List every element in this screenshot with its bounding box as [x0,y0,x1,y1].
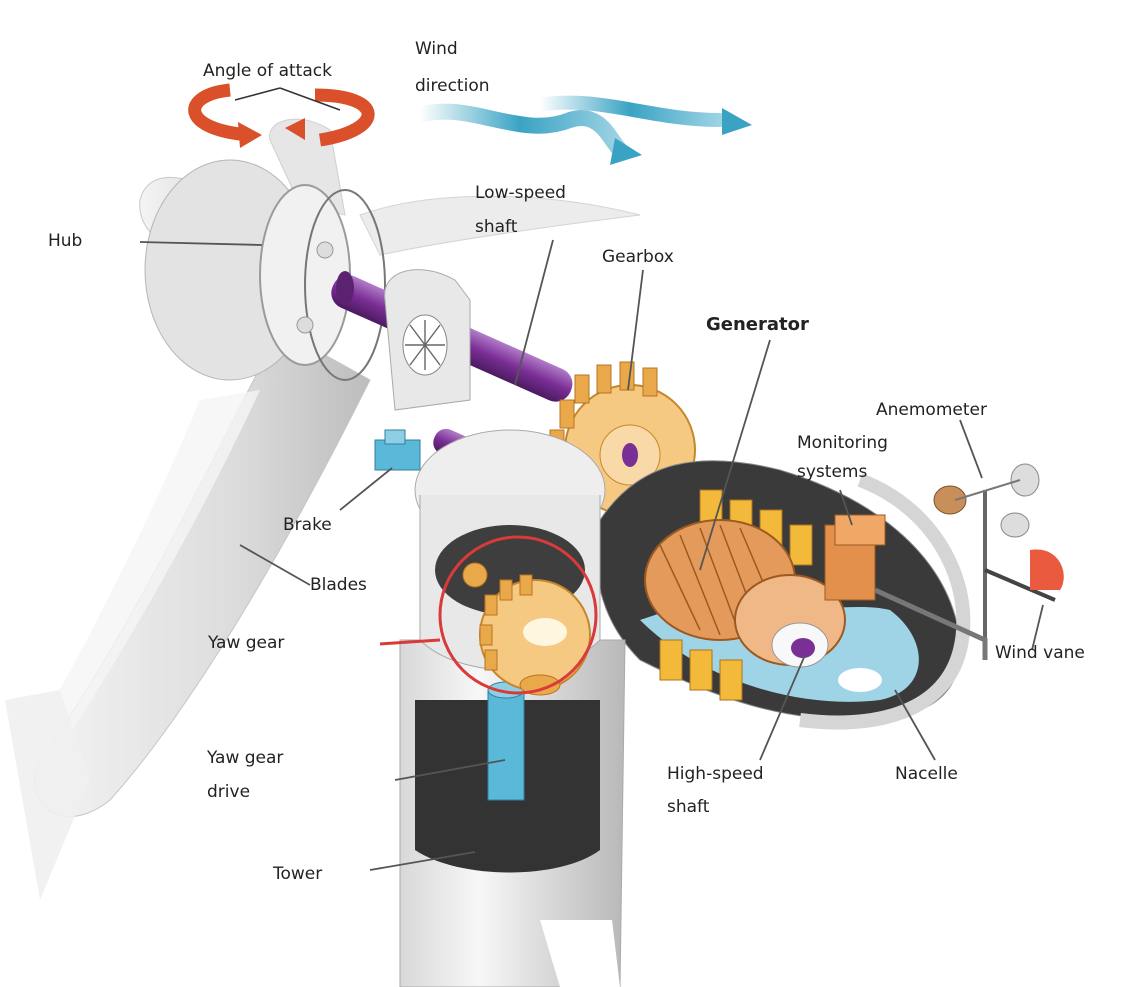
label-high-speed-line2: shaft [667,797,710,817]
label-wind-line2: direction [415,76,490,96]
label-monitoring-line2: systems [797,462,867,482]
hub-bolt-2 [297,317,313,333]
label-generator: Generator [706,314,809,335]
gearbox-leader [628,270,643,390]
label-low-speed-line1: Low-speed [475,183,566,203]
label-wind-line1: Wind [415,39,458,59]
label-hub: Hub [48,231,82,251]
rotation-arrow-right [315,95,368,140]
label-nacelle: Nacelle [895,764,958,784]
label-gearbox: Gearbox [602,247,674,267]
wind-vane-illustration [985,549,1064,600]
hub-bolt-1 [317,242,333,258]
main-bearing [385,270,470,410]
brake-illustration [375,430,420,470]
label-high-speed-line1: High-speed [667,764,764,784]
label-anemometer: Anemometer [876,400,987,420]
label-low-speed-line2: shaft [475,217,518,237]
hub-illustration [145,160,385,380]
label-wind-vane: Wind vane [995,643,1085,663]
label-tower: Tower [272,864,322,884]
label-yaw-drive-line2: drive [207,782,250,802]
label-yaw-gear: Yaw gear [207,633,284,653]
anemometer-leader [960,420,982,478]
label-brake: Brake [283,515,332,535]
label-monitoring-line1: Monitoring [797,433,888,453]
brake-leader [340,468,392,510]
label-yaw-drive-line1: Yaw gear [206,748,283,768]
wind-arrow-1 [420,112,620,150]
label-blades: Blades [310,575,367,595]
wind-direction-arrows [420,103,752,165]
label-angle-of-attack: Angle of attack [203,61,332,81]
tower-illustration [400,430,625,987]
